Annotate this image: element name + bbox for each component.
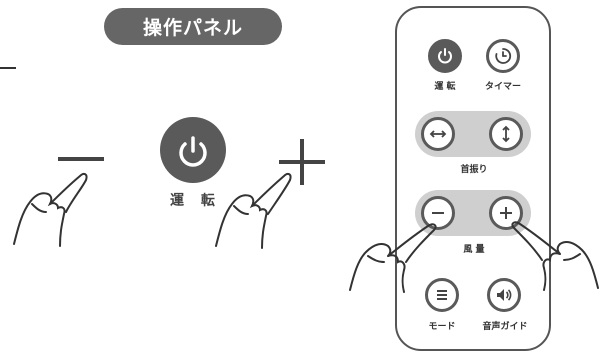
panel-power-label: 運 転	[170, 193, 221, 209]
remote-voice-button[interactable]	[487, 278, 521, 312]
minus-icon	[432, 212, 444, 214]
remote-mode-label: モード	[428, 322, 456, 332]
panel-minus-button[interactable]	[58, 157, 104, 163]
remote-control: 運 転 タイマー 首振り 風	[395, 6, 551, 351]
remote-voice-label: 音声ガイド	[482, 322, 528, 332]
remote-power-button[interactable]	[428, 39, 462, 73]
remote-swing-label: 首振り	[460, 165, 488, 175]
wind-down-button[interactable]	[421, 196, 455, 230]
wind-up-button[interactable]	[489, 196, 523, 230]
remote-timer-button[interactable]	[486, 39, 520, 73]
plus-icon	[500, 207, 512, 219]
panel-plus-button[interactable]	[279, 139, 325, 185]
panel-power-button[interactable]	[160, 117, 226, 183]
remote-mode-button[interactable]	[425, 278, 459, 312]
panel-title: 操作パネル	[104, 8, 282, 45]
timer-icon	[495, 48, 512, 64]
vertical-arrows-icon	[502, 125, 510, 143]
swing-horizontal-button[interactable]	[421, 117, 455, 151]
hand-pointing-icon	[510, 214, 600, 292]
power-icon	[438, 48, 452, 64]
horizontal-arrows-icon	[429, 130, 447, 138]
remote-power-label: 運 転	[434, 82, 456, 92]
divider-line	[0, 67, 16, 69]
menu-icon	[437, 290, 447, 300]
hand-pointing-icon	[214, 170, 304, 250]
swing-vertical-button[interactable]	[489, 117, 523, 151]
speaker-icon	[497, 289, 512, 301]
hand-pointing-icon	[348, 216, 440, 294]
hand-pointing-icon	[12, 168, 100, 248]
remote-wind-label: 風 量	[463, 245, 485, 255]
remote-timer-label: タイマー	[484, 82, 521, 92]
power-icon	[179, 136, 207, 167]
